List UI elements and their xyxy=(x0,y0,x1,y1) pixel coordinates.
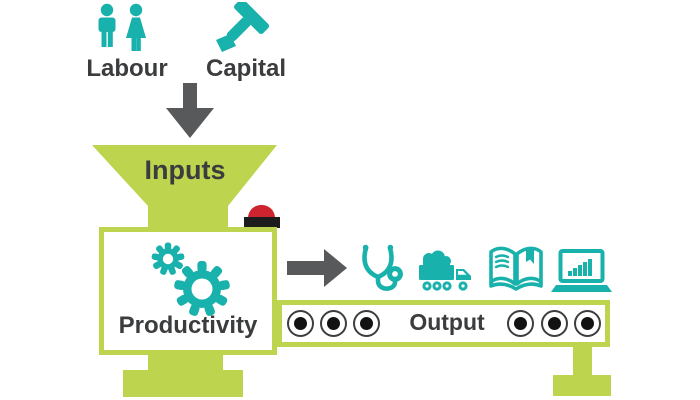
capital-hammer-icon xyxy=(209,2,275,58)
conveyor-roller-icon xyxy=(541,310,568,337)
machine-start-button xyxy=(244,217,280,228)
arrow-down-icon xyxy=(164,83,216,138)
inputs-funnel-shape xyxy=(85,143,290,231)
machine-pedestal-top xyxy=(148,352,223,370)
conveyor-leg xyxy=(573,347,592,377)
inputs-label: Inputs xyxy=(144,155,226,185)
laptop-chart-icon xyxy=(551,249,612,296)
open-book-icon xyxy=(487,244,545,292)
machine-start-button-dome xyxy=(248,205,275,218)
labour-label: Labour xyxy=(86,55,168,82)
capital-label: Capital xyxy=(205,55,286,82)
productivity-label: Productivity xyxy=(118,312,258,339)
machine-pedestal-base xyxy=(123,370,243,397)
arrow-right-icon xyxy=(287,249,347,287)
stethoscope-icon xyxy=(357,244,404,299)
conveyor-roller-icon xyxy=(287,310,314,337)
conveyor-roller-icon xyxy=(507,310,534,337)
conveyor-leg-base xyxy=(553,375,611,396)
labour-people-icon xyxy=(93,3,153,57)
gears-icon xyxy=(140,237,240,321)
conveyor-roller-icon xyxy=(320,310,347,337)
output-label: Output xyxy=(409,309,485,335)
conveyor-roller-icon xyxy=(574,310,601,337)
dump-truck-icon xyxy=(417,250,481,292)
conveyor-roller-icon xyxy=(353,310,380,337)
